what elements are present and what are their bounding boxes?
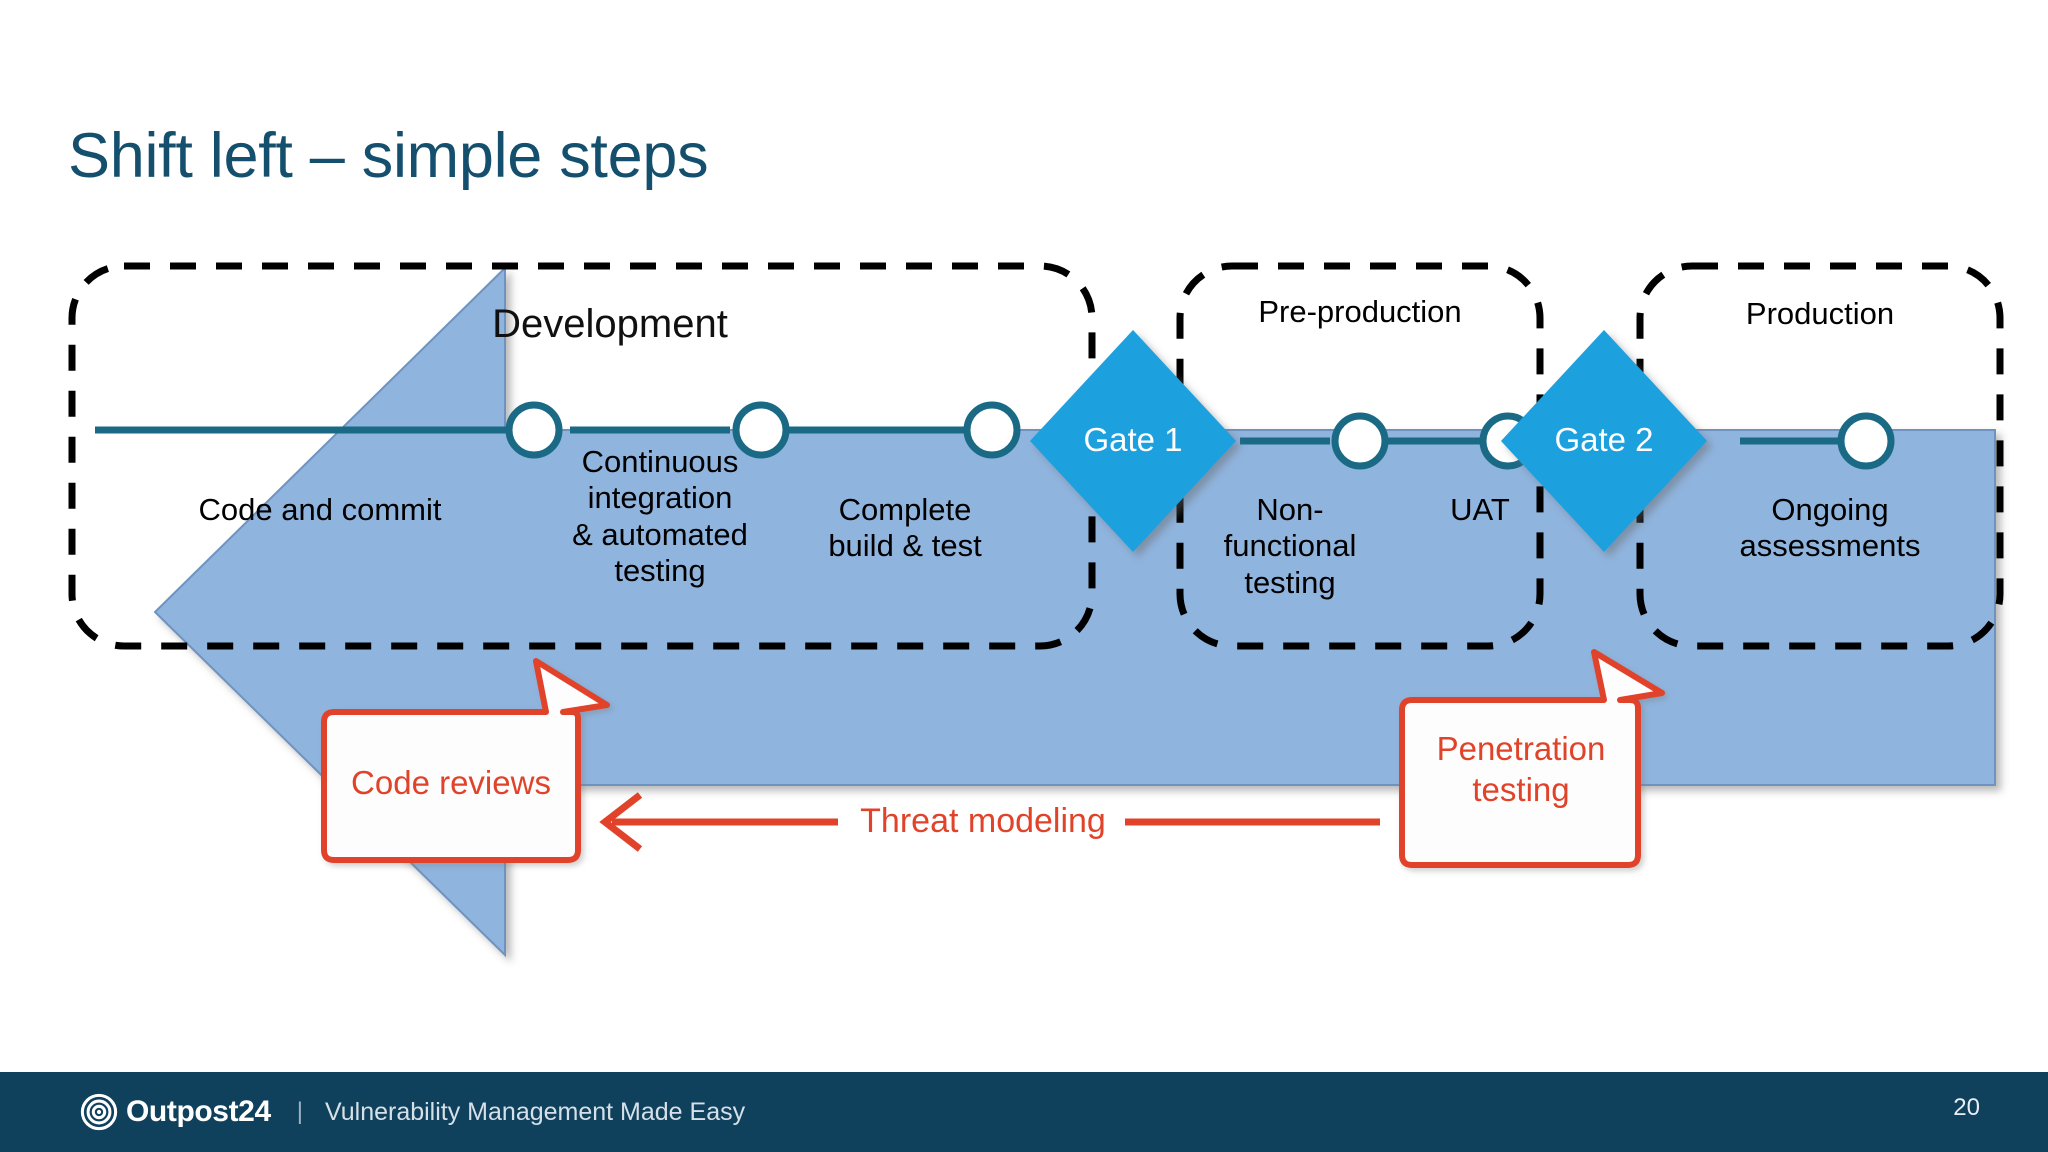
footer-separator: | — [296, 1098, 303, 1125]
threat-modeling-arrow — [599, 792, 1380, 852]
gate-2-label: Gate 2 — [1554, 421, 1654, 458]
stage-label-non-functional-testing: Non- functional testing — [1185, 492, 1395, 601]
stage-line: testing — [1244, 564, 1336, 600]
page-number: 20 — [1953, 1094, 1980, 1121]
milestone-node-1 — [505, 401, 563, 459]
gate-2-diamond[interactable] — [1501, 330, 1707, 552]
stage-label-continuous-integration: Continuous integration & automated testi… — [540, 444, 780, 589]
stage-line: functional — [1223, 528, 1357, 564]
milestone-node-4 — [1331, 412, 1389, 470]
callout-line: Penetration — [1436, 730, 1606, 767]
gate-1-diamond[interactable] — [1030, 330, 1236, 552]
stage-label-uat: UAT — [1450, 492, 1510, 527]
milestone-node-2 — [732, 401, 790, 459]
stage-line: Continuous — [581, 444, 739, 479]
milestone-nodes — [505, 401, 1895, 470]
stage-line: Ongoing — [1771, 492, 1889, 527]
phase-box-development — [68, 262, 1096, 650]
stage-line: integration — [587, 480, 733, 516]
stage-line: assessments — [1739, 528, 1921, 564]
threat-modeling-label: Threat modeling — [860, 802, 1106, 840]
milestone-node-6 — [1837, 412, 1895, 470]
stage-line: Complete — [838, 492, 972, 527]
bullseye-icon — [80, 1093, 118, 1131]
threat-arrow-head — [599, 792, 643, 852]
slide-footer: Outpost24 | Vulnerability Management Mad… — [0, 1072, 2048, 1152]
brand-name: Outpost24 — [126, 1095, 271, 1128]
callout-penetration-testing[interactable] — [1399, 649, 1665, 868]
page-title: Shift left – simple steps — [68, 121, 709, 191]
phase-label-production: Production — [1745, 296, 1895, 331]
stage-label-code-and-commit: Code and commit — [198, 492, 442, 527]
footer-tagline: Vulnerability Management Made Easy — [324, 1097, 746, 1126]
stage-label-complete-build-test: Complete build & test — [790, 492, 1020, 565]
stage-line: Non- — [1256, 492, 1324, 527]
milestone-node-3 — [963, 401, 1021, 459]
callout-label-code-reviews: Code reviews — [351, 764, 551, 801]
stage-line: build & test — [828, 528, 982, 564]
stage-line: testing — [614, 552, 706, 588]
callout-label-penetration-testing: Penetration testing — [1404, 728, 1638, 811]
callout-code-reviews[interactable] — [321, 658, 610, 863]
stage-label-ongoing-assessments: Ongoing assessments — [1680, 492, 1980, 565]
stage-line: & automated — [572, 516, 748, 552]
callout-line: testing — [1472, 771, 1570, 809]
gate-1-label: Gate 1 — [1083, 421, 1183, 458]
phase-label-pre-production: Pre-production — [1258, 294, 1462, 329]
development-heading: Development — [492, 302, 728, 346]
